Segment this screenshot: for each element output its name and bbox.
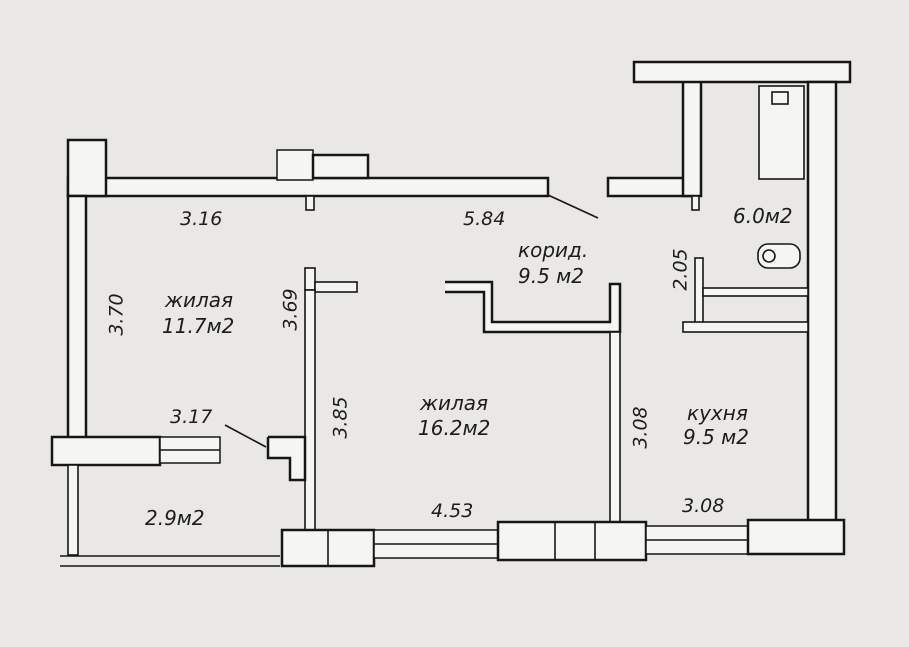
room-area-corridor: 9.5 м2 <box>518 264 584 288</box>
room-area-living-small: 11.7м2 <box>162 314 235 338</box>
wall-top-notch <box>305 195 315 211</box>
room-area-living-large: 16.2м2 <box>418 416 491 440</box>
wall-kitchen-partition <box>609 331 621 523</box>
wall-bath-bottom <box>682 321 809 333</box>
wall-bottom-pier-3 <box>746 518 846 556</box>
wall-bath-notch <box>691 195 700 211</box>
toilet-icon <box>757 243 801 269</box>
wall-bath-left <box>681 78 703 198</box>
dim-bath-side: 2.05 <box>669 248 692 291</box>
wall-bottom-pier-2 <box>496 520 648 562</box>
room-name-corridor: корид. <box>518 238 589 262</box>
balcony-rail-left <box>67 464 79 556</box>
room-name-living-small: жилая <box>165 288 234 312</box>
dim-left-wall: 3.70 <box>105 293 128 336</box>
wall-top-left-pier <box>66 138 108 198</box>
dim-bottom-mid: 4.53 <box>431 500 474 522</box>
dim-partition-lower: 3.85 <box>329 396 352 439</box>
wall-bath-lower-left <box>694 257 704 329</box>
dim-top-mid: 5.84 <box>463 208 506 230</box>
wall-balcony-door <box>266 435 307 482</box>
bathtub-drain-icon <box>771 91 789 105</box>
door-swing-entry <box>547 194 599 219</box>
door-swing-balcony <box>224 424 267 448</box>
bath-shelf <box>702 287 809 297</box>
dim-balcony-width: 3.17 <box>170 406 213 428</box>
dim-kitchen-wall: 3.08 <box>629 406 652 449</box>
room-area-balcony: 2.9м2 <box>145 506 205 530</box>
room-area-kitchen: 9.5 м2 <box>683 425 749 449</box>
wall-entry-right <box>606 176 695 198</box>
wall-mid-partition-arm <box>314 281 358 293</box>
wall-right <box>806 80 838 524</box>
wall-mid-partition-stub <box>304 267 316 291</box>
vent-shaft <box>311 153 370 180</box>
room-name-living-large: жилая <box>420 391 489 415</box>
room-name-kitchen: кухня <box>687 401 748 425</box>
wall-mid-partition <box>304 289 316 531</box>
wall-left <box>66 194 88 443</box>
wall-corridor <box>445 280 622 334</box>
wall-bath-top <box>632 60 852 84</box>
dim-top-left: 3.16 <box>180 208 223 230</box>
wall-balcony-divider <box>50 435 162 467</box>
toilet-bowl-icon <box>762 249 776 263</box>
dim-partition-upper: 3.69 <box>279 288 302 331</box>
window-top <box>276 149 314 181</box>
room-area-bathroom: 6.0м2 <box>733 204 793 228</box>
dim-bottom-right: 3.08 <box>682 495 725 517</box>
